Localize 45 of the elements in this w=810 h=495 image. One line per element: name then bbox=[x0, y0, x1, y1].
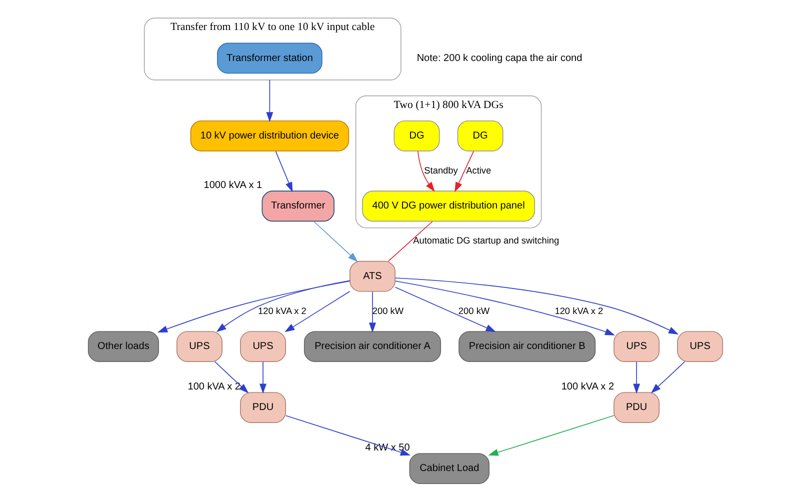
arrow bbox=[454, 150, 474, 192]
node-box: Precision air conditioner B bbox=[458, 331, 596, 362]
arrow bbox=[156, 280, 350, 332]
arrow bbox=[394, 280, 615, 336]
arrow bbox=[259, 361, 266, 394]
edge-label: 200 kW bbox=[458, 306, 490, 316]
arrow bbox=[214, 361, 248, 394]
node-box: UPS bbox=[176, 331, 222, 362]
label: Note: 200 k cooling capa the air cond bbox=[416, 52, 582, 64]
node-box: Transformer bbox=[261, 190, 334, 222]
edge-label: Standby bbox=[424, 165, 458, 176]
arrow bbox=[488, 415, 614, 456]
node-box: ATS bbox=[349, 260, 395, 292]
arrow bbox=[394, 286, 496, 332]
node-box: 400 V DG power distribution panel bbox=[362, 190, 535, 222]
node-label: 100 kVA x 2 bbox=[560, 382, 614, 393]
node-box: DG bbox=[456, 120, 503, 152]
edge-label: 120 kVA x 2 bbox=[258, 306, 306, 316]
arrow bbox=[394, 278, 678, 334]
node-box: 10 kV power distribution device bbox=[190, 120, 349, 152]
node-box: Precision air conditioner A bbox=[303, 331, 441, 362]
node-box: PDU bbox=[613, 392, 660, 423]
arrow bbox=[284, 290, 350, 332]
edge-label: 120 kVA x 2 bbox=[554, 306, 603, 316]
node-box: UPS bbox=[240, 331, 286, 362]
arrow bbox=[368, 291, 376, 333]
arrow bbox=[284, 415, 410, 456]
node-label: 1000 kVA x 1 bbox=[203, 180, 262, 192]
arrow bbox=[650, 361, 685, 394]
arrow bbox=[416, 150, 434, 192]
node-box: UPS bbox=[613, 331, 660, 362]
connector bbox=[387, 221, 432, 262]
arrow bbox=[274, 150, 292, 192]
node-box: PDU bbox=[240, 392, 286, 423]
node-box: Cabinet Load bbox=[408, 453, 489, 484]
node-box: Other loads bbox=[87, 331, 158, 362]
edge-label: Active bbox=[466, 165, 491, 176]
arrow bbox=[266, 80, 273, 122]
arrow bbox=[632, 361, 640, 394]
edge-label: Automatic DG startup and switching bbox=[412, 236, 559, 246]
node-box: Transformer station bbox=[216, 42, 322, 74]
node-box: UPS bbox=[676, 331, 723, 362]
node-box: DG bbox=[393, 120, 440, 152]
arrow bbox=[216, 280, 350, 332]
arrow bbox=[312, 221, 358, 262]
